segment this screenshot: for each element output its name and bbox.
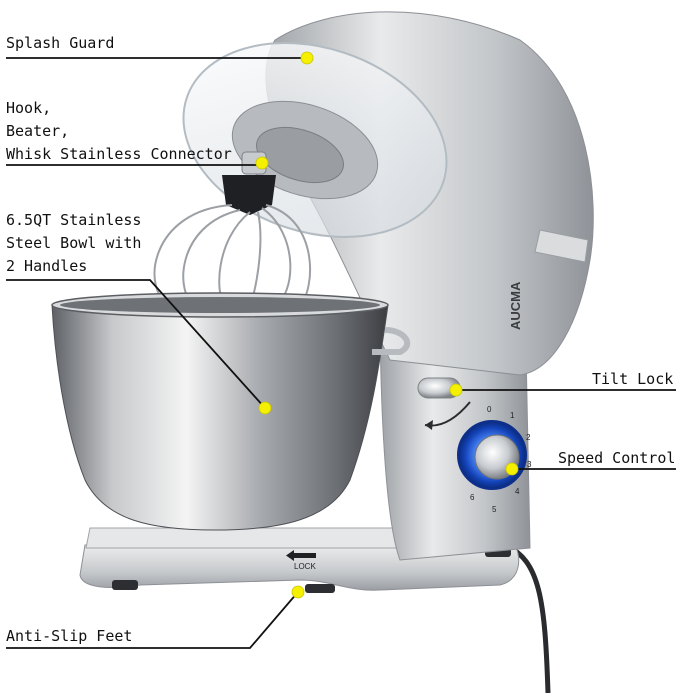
label-tilt-lock-text: Tilt Lock <box>592 370 674 388</box>
foot-left <box>112 580 138 590</box>
label-bowl: 6.5QT Stainless Steel Bowl with 2 Handle… <box>6 209 141 278</box>
label-anti-slip-feet-text: Anti-Slip Feet <box>6 627 133 645</box>
label-anti-slip-feet: Anti-Slip Feet <box>6 625 132 648</box>
label-splash-guard-text: Splash Guard <box>6 34 115 52</box>
svg-text:2: 2 <box>526 433 531 442</box>
marker-dots <box>255 51 519 599</box>
label-speed-control-text: Speed Control <box>558 449 676 467</box>
bowl-handle <box>372 327 411 355</box>
svg-text:4: 4 <box>515 487 520 496</box>
connector-hub <box>222 175 276 215</box>
foot-middle <box>305 584 335 593</box>
dial-numbers: 0 1 2 3 4 5 6 <box>470 405 532 514</box>
leader-lines <box>6 57 676 649</box>
label-bowl-line-1: 6.5QT Stainless <box>6 211 142 229</box>
label-bowl-line-2: Steel Bowl with <box>6 234 142 252</box>
svg-text:5: 5 <box>492 505 497 514</box>
svg-text:6: 6 <box>470 493 475 502</box>
brand-logo: AUCMA <box>508 281 523 330</box>
lock-text: LOCK <box>294 562 316 571</box>
label-tilt-lock: Tilt Lock <box>592 368 673 391</box>
label-connector-line-2: Beater, <box>6 122 70 140</box>
label-splash-guard: Splash Guard <box>6 32 114 55</box>
mixing-bowl <box>51 304 389 531</box>
label-connector-line-3: Whisk Stainless Connector <box>6 145 232 163</box>
label-speed-control: Speed Control <box>558 447 675 470</box>
svg-text:1: 1 <box>510 411 515 420</box>
svg-text:3: 3 <box>527 460 532 469</box>
label-bowl-line-3: 2 Handles <box>6 257 88 275</box>
svg-text:0: 0 <box>487 405 492 414</box>
arrow-left-icon <box>292 553 316 558</box>
label-connector: Hook, Beater, Whisk Stainless Connector <box>6 97 232 166</box>
label-connector-line-1: Hook, <box>6 99 52 117</box>
